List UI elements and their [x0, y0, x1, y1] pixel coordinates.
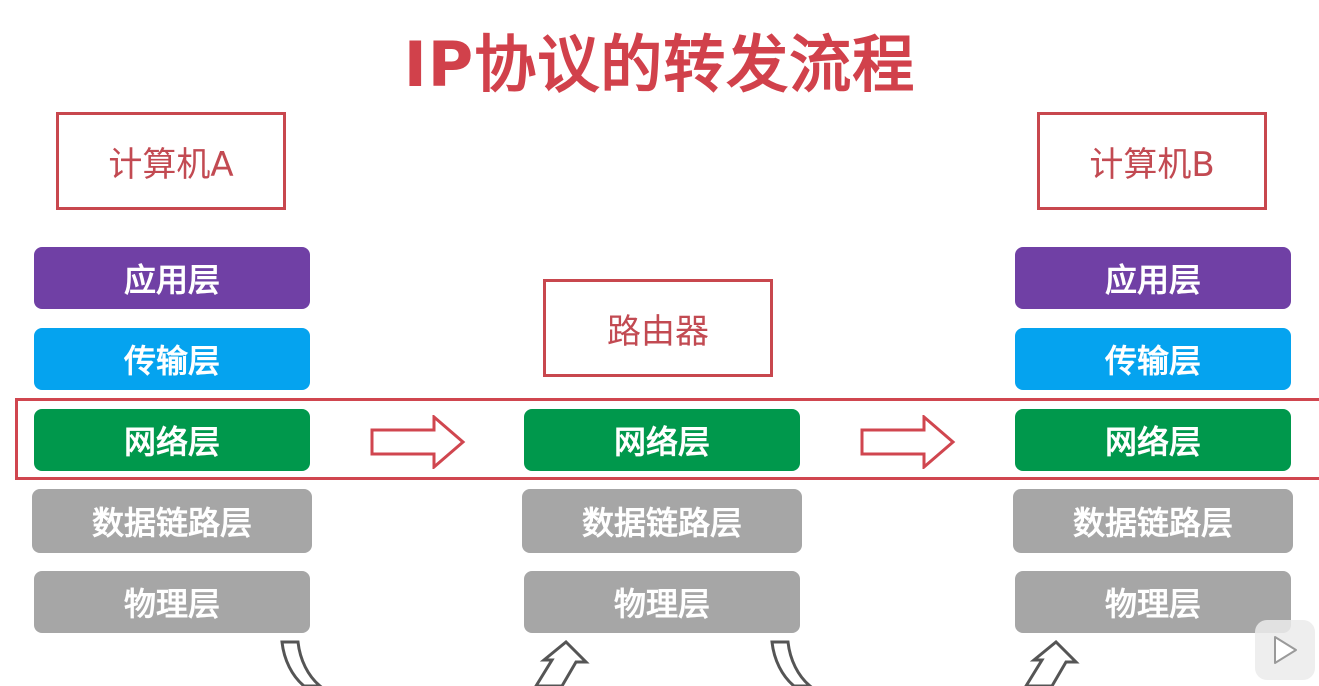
- router-physical-layer: 物理层: [524, 571, 800, 633]
- router-label: 路由器: [607, 311, 709, 352]
- right-arrow-icon: [860, 415, 956, 469]
- page-title: IP协议的转发流程: [403, 28, 916, 101]
- computer-b-label-box: 计算机B: [1037, 112, 1267, 210]
- computer-b-physical-layer: 物理层: [1015, 571, 1291, 633]
- play-button[interactable]: [1255, 620, 1315, 680]
- layer-label: 数据链路层: [91, 504, 252, 542]
- layer-label: 网络层: [123, 423, 220, 461]
- layer-label: 数据链路层: [581, 504, 742, 542]
- computer-a-label: 计算机A: [108, 144, 234, 185]
- computer-b-transport-layer: 传输层: [1015, 328, 1291, 390]
- router-data-link-layer: 数据链路层: [522, 489, 802, 553]
- computer-a-physical-layer: 物理层: [34, 571, 310, 633]
- layer-label: 传输层: [123, 342, 220, 380]
- curved-arrow-icon: [280, 640, 323, 686]
- layer-label: 数据链路层: [1072, 504, 1233, 542]
- computer-a-transport-layer: 传输层: [34, 328, 310, 390]
- network-layer-highlight-band: [15, 398, 1319, 480]
- router-network-layer: 网络层: [524, 409, 800, 471]
- computer-a-network-layer: 网络层: [34, 409, 310, 471]
- computer-a-label-box: 计算机A: [56, 112, 286, 210]
- play-icon: [1274, 636, 1297, 664]
- curved-arrow-icon: [770, 640, 813, 686]
- computer-b-label: 计算机B: [1089, 144, 1215, 185]
- layer-label: 物理层: [613, 585, 710, 623]
- computer-a-application-layer: 应用层: [34, 247, 310, 309]
- curved-arrow-icon: [534, 640, 590, 686]
- layer-label: 应用层: [1104, 261, 1201, 299]
- router-label-box: 路由器: [543, 279, 773, 377]
- layer-label: 传输层: [1104, 342, 1201, 380]
- computer-b-application-layer: 应用层: [1015, 247, 1291, 309]
- layer-label: 物理层: [1104, 585, 1201, 623]
- computer-b-network-layer: 网络层: [1015, 409, 1291, 471]
- layer-label: 应用层: [123, 261, 220, 299]
- curved-arrow-icon: [1024, 640, 1080, 686]
- layer-label: 网络层: [1104, 423, 1201, 461]
- right-arrow-icon: [370, 415, 466, 469]
- computer-a-data-link-layer: 数据链路层: [32, 489, 312, 553]
- layer-label: 网络层: [613, 423, 710, 461]
- layer-label: 物理层: [123, 585, 220, 623]
- computer-b-data-link-layer: 数据链路层: [1013, 489, 1293, 553]
